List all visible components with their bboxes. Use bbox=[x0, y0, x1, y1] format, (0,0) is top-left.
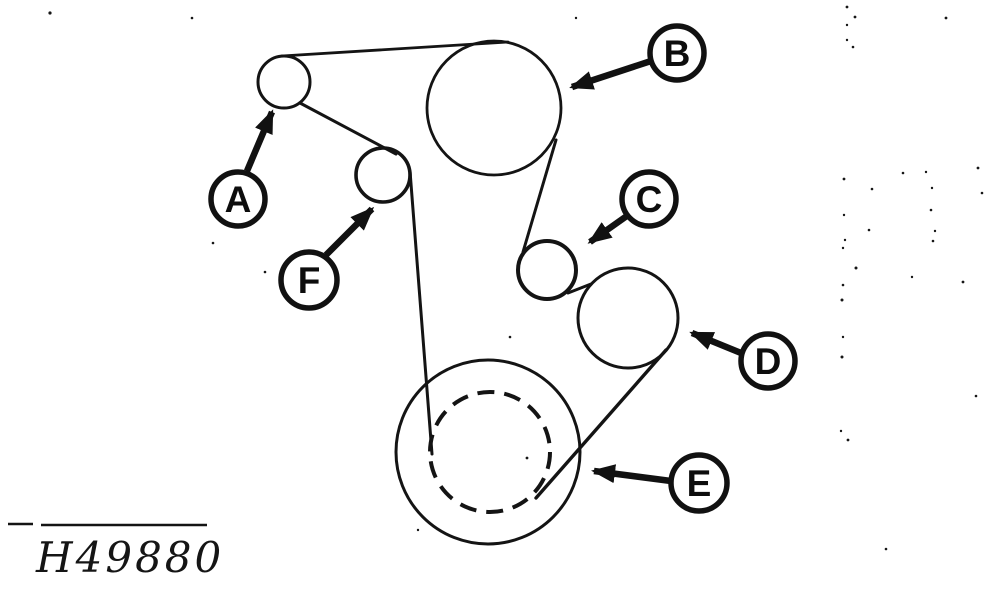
callout-d-letter: D bbox=[755, 341, 782, 382]
callout-d: D bbox=[738, 331, 798, 391]
callout-f-letter: F bbox=[298, 260, 321, 301]
callout-d-circle bbox=[738, 331, 798, 391]
callout-arrow-a bbox=[244, 109, 275, 173]
belt-segment-c-to-d bbox=[566, 282, 593, 295]
callout-a-letter: A bbox=[225, 179, 252, 220]
belt-segment-d-to-e bbox=[534, 348, 668, 500]
callout-arrows bbox=[244, 57, 743, 485]
callout-arrow-b bbox=[569, 57, 653, 91]
pulley-d-circle bbox=[576, 266, 680, 370]
callout-c-circle bbox=[619, 169, 679, 229]
callout-c-letter: C bbox=[636, 179, 663, 220]
callout-e-letter: E bbox=[687, 463, 712, 504]
callout-arrow-e bbox=[591, 464, 672, 485]
callout-b: B bbox=[647, 23, 707, 83]
pulley-c-circle bbox=[516, 239, 578, 301]
belt bbox=[280, 40, 668, 500]
callout-f-circle bbox=[278, 249, 340, 311]
callout-e: E bbox=[668, 452, 730, 514]
pulley-e-outer-circle bbox=[394, 358, 582, 546]
belt-segment-b-to-c bbox=[521, 138, 558, 254]
belt-segment-a-to-f bbox=[298, 101, 398, 156]
pulley-a-circle bbox=[256, 54, 312, 110]
callout-c: C bbox=[619, 169, 679, 229]
callout-arrow-d bbox=[689, 329, 743, 357]
callout-b-letter: B bbox=[664, 33, 691, 74]
belt-segment-a-to-b bbox=[280, 40, 510, 58]
pulley-b-circle bbox=[425, 39, 563, 177]
pulleys bbox=[256, 39, 680, 546]
pulley-f-circle bbox=[354, 146, 412, 204]
callout-arrow-c bbox=[587, 210, 633, 245]
callout-f: F bbox=[278, 249, 340, 311]
callout-b-circle bbox=[647, 23, 707, 83]
callout-a-circle bbox=[208, 169, 268, 229]
scan-noise-specks bbox=[48, 5, 984, 551]
figure-code-block: H49880 bbox=[8, 522, 224, 582]
callout-arrow-f bbox=[323, 206, 375, 258]
figure-code: H49880 bbox=[35, 533, 224, 582]
pulley-e-dashed-groove-circle bbox=[428, 390, 552, 514]
callout-balloons: A B C D E F bbox=[208, 23, 798, 514]
callout-e-circle bbox=[668, 452, 730, 514]
callout-a: A bbox=[208, 169, 268, 229]
belt-segment-f-to-e bbox=[408, 169, 434, 456]
